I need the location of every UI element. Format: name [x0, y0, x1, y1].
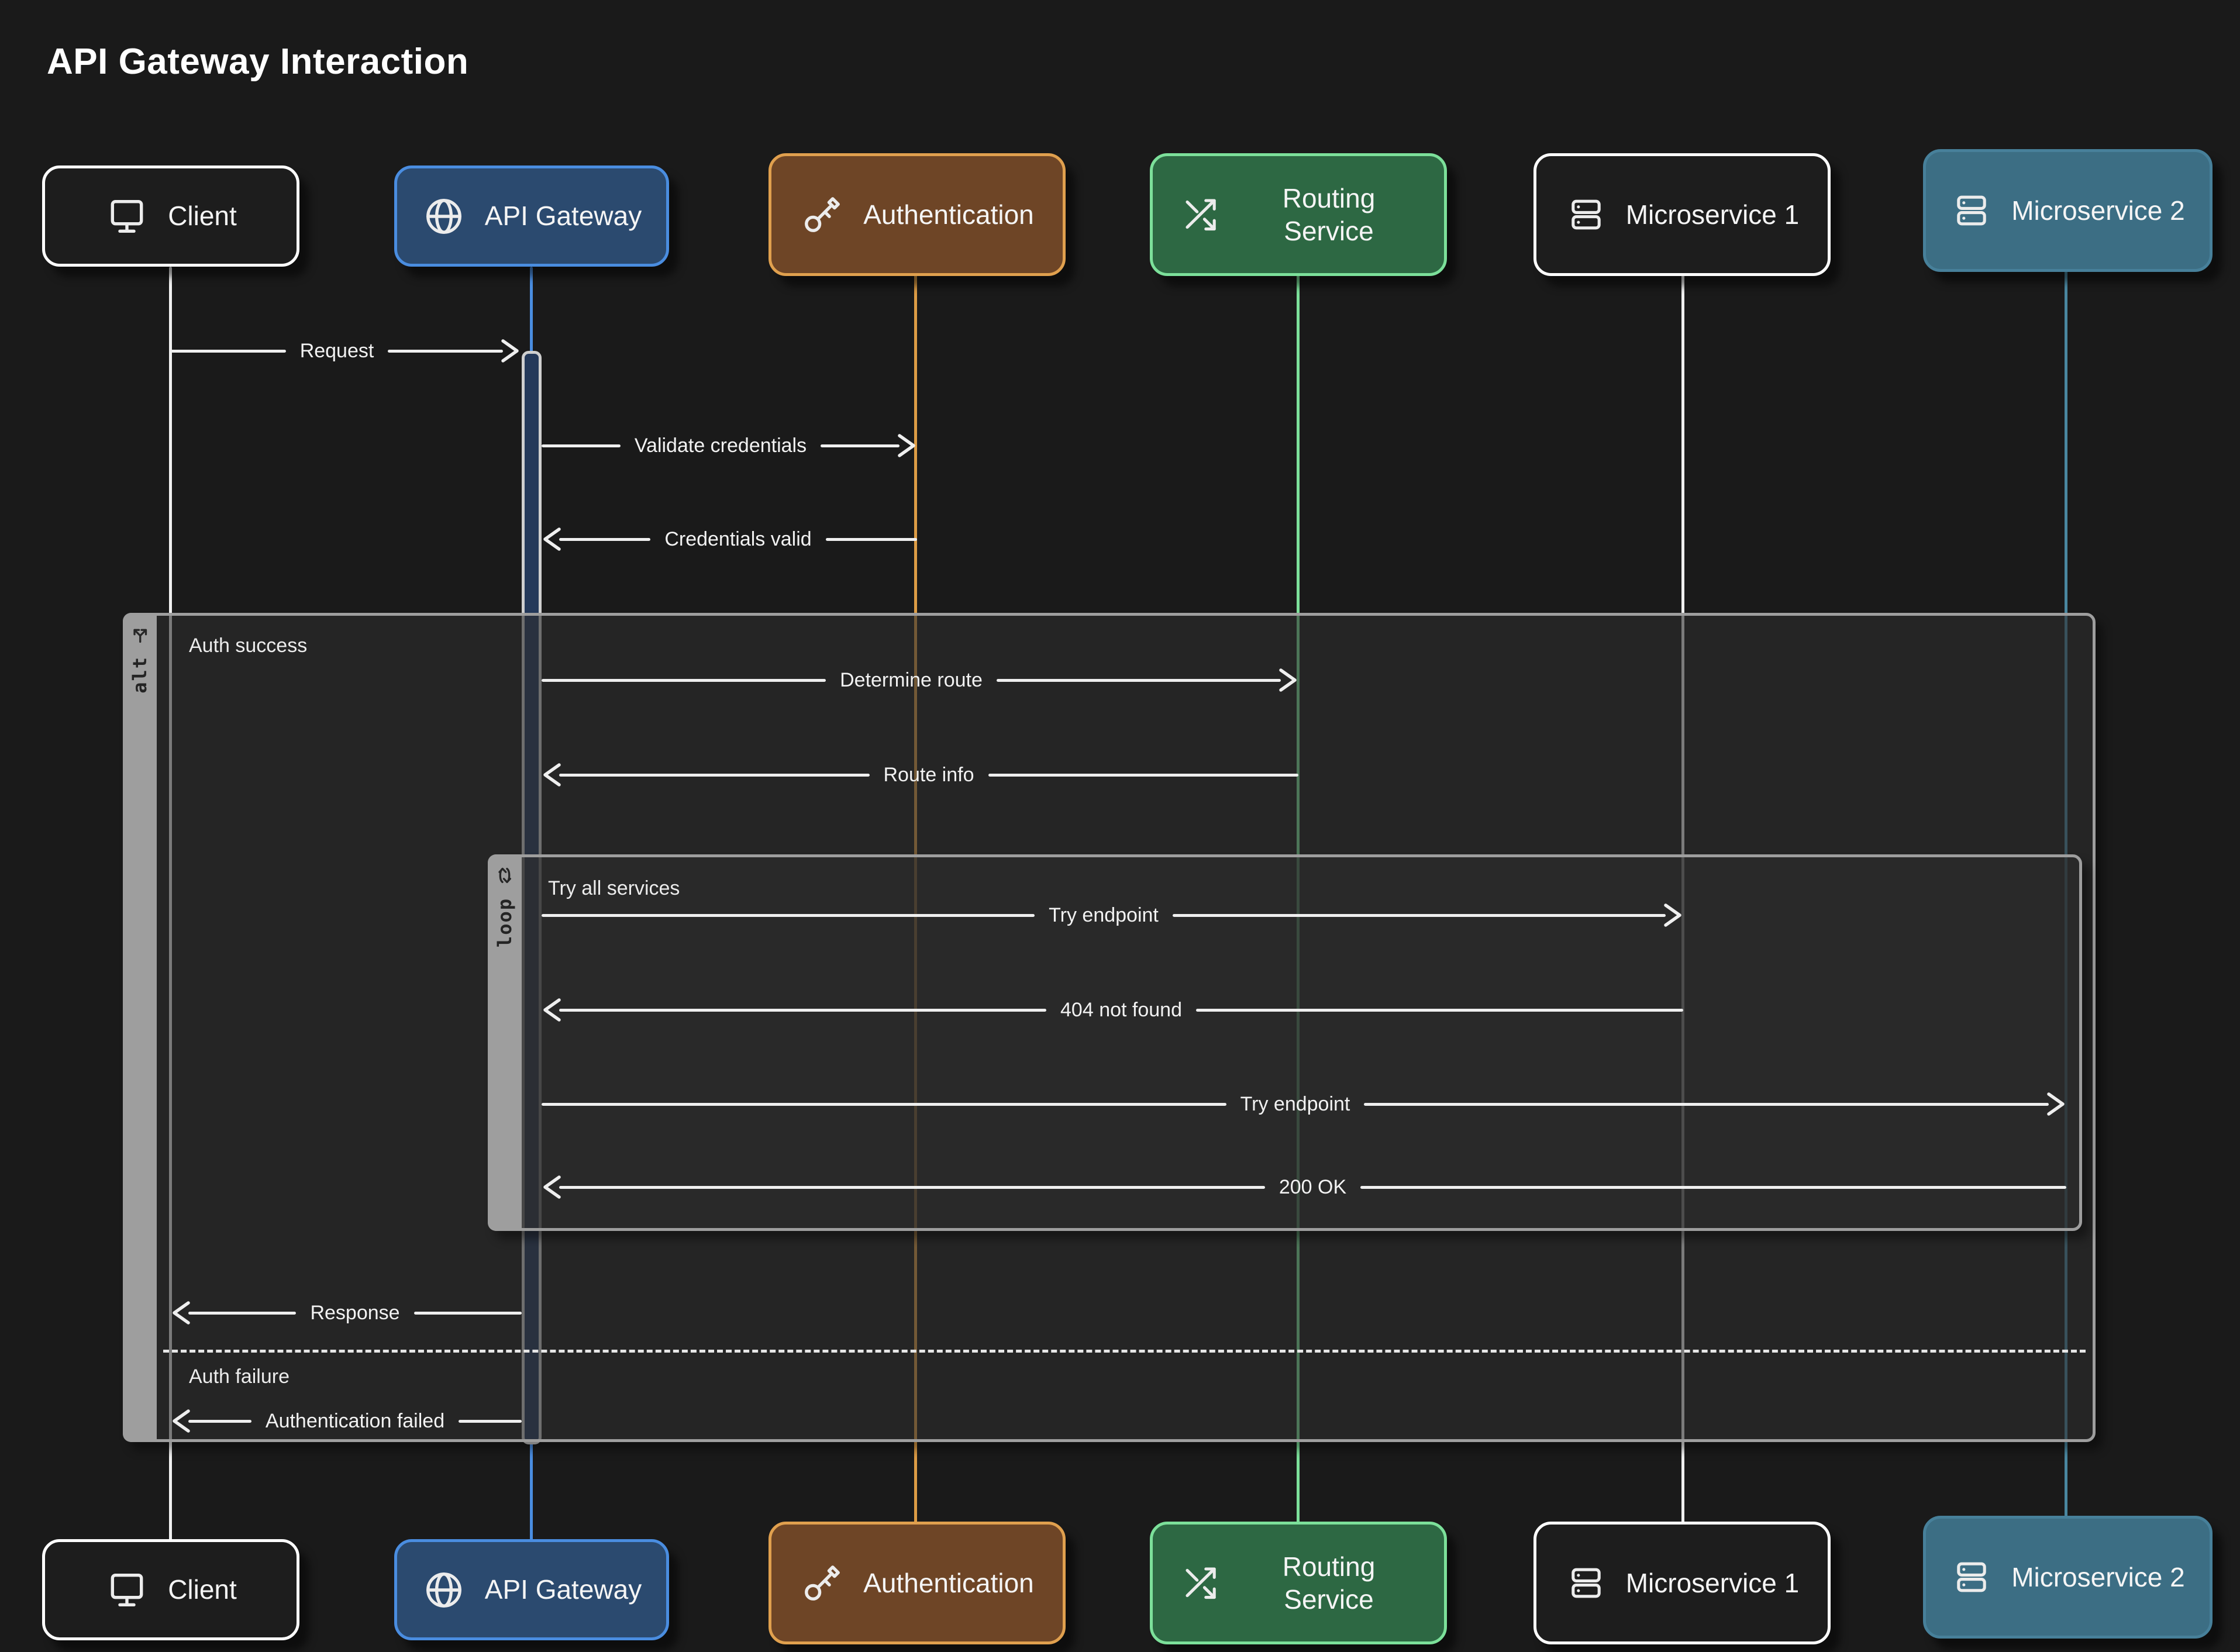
arrowhead-icon [543, 763, 561, 787]
actor-label: Routing Service [1282, 182, 1376, 246]
alt-section-divider [163, 1350, 2086, 1353]
globe-icon [426, 198, 461, 234]
alt-frame-tab: alt [123, 613, 157, 1442]
loop-frame: loop Try all services [488, 854, 2082, 1231]
message-try-endpoint-1: Try endpoint [542, 902, 1683, 929]
server-icon [1957, 195, 1986, 226]
monitor-icon [111, 199, 143, 233]
actor-api-gateway-top: API Gateway [394, 165, 669, 267]
actor-microservice-2-top: Microservice 2 [1923, 149, 2213, 272]
shuffle-icon [1186, 1567, 1216, 1599]
actor-label: Routing Service [1282, 1551, 1376, 1615]
actor-label: Client [168, 201, 237, 232]
arrowhead-icon [2047, 1092, 2065, 1116]
message-determine-route: Determine route [542, 667, 1298, 694]
message-validate-credentials: Validate credentials [542, 432, 917, 459]
arrowhead-icon [543, 998, 561, 1022]
actor-label: Microservice 2 [2011, 1561, 2185, 1592]
key-icon [805, 1565, 840, 1601]
message-response: Response [171, 1299, 522, 1326]
arrowhead-icon [543, 527, 561, 551]
alt-keyword: alt [129, 656, 151, 694]
shuffle-icon [1186, 199, 1216, 231]
loop-label: Try all services [548, 877, 680, 899]
key-icon [805, 197, 840, 232]
message-route-info: Route info [542, 761, 1298, 788]
message-authentication-failed: Authentication failed [171, 1408, 522, 1434]
arrowhead-icon [898, 434, 915, 457]
message-try-endpoint-2: Try endpoint [542, 1091, 2066, 1118]
actor-authentication-bottom: Authentication [769, 1522, 1066, 1644]
actor-label: Authentication [863, 199, 1034, 230]
actor-label: Microservice 2 [2011, 195, 2185, 226]
actor-routing-service-bottom: Routing Service [1150, 1522, 1447, 1644]
page-title: API Gateway Interaction [47, 42, 469, 82]
actor-microservice-1-top: Microservice 1 [1533, 153, 1831, 276]
actor-client-bottom: Client [42, 1539, 299, 1640]
arrowhead-icon [173, 1301, 190, 1325]
monitor-icon [111, 1573, 143, 1606]
message-404-not-found: 404 not found [542, 996, 1683, 1023]
actor-authentication-top: Authentication [769, 153, 1066, 276]
arrowhead-icon [173, 1409, 190, 1433]
actor-microservice-1-bottom: Microservice 1 [1533, 1522, 1831, 1644]
arrowhead-icon [543, 1175, 561, 1199]
alt-section-label-failure: Auth failure [189, 1365, 290, 1388]
branch-icon [133, 629, 147, 643]
message-200-ok: 200 OK [542, 1174, 2066, 1201]
alt-section-label-success: Auth success [189, 634, 308, 657]
arrowhead-icon [1664, 903, 1681, 927]
actor-label: API Gateway [484, 1574, 642, 1605]
loop-keyword: loop [494, 898, 516, 948]
actor-label: Microservice 1 [1625, 1567, 1800, 1598]
arrowhead-icon [1279, 668, 1297, 692]
server-icon [1957, 1562, 1986, 1592]
actor-routing-service-top: Routing Service [1150, 153, 1447, 276]
loop-icon [498, 867, 511, 884]
actor-label: Client [168, 1574, 237, 1605]
message-credentials-valid: Credentials valid [542, 526, 918, 553]
actor-label: Microservice 1 [1625, 199, 1800, 230]
actor-label: Authentication [863, 1567, 1034, 1598]
server-icon [1571, 1568, 1601, 1598]
loop-frame-tab: loop [488, 854, 522, 1231]
actor-client-top: Client [42, 165, 299, 267]
actor-api-gateway-bottom: API Gateway [394, 1539, 669, 1640]
message-request: Request [171, 337, 521, 364]
actor-label: API Gateway [484, 201, 642, 232]
server-icon [1571, 199, 1601, 230]
actor-microservice-2-bottom: Microservice 2 [1923, 1516, 2213, 1639]
globe-icon [426, 1572, 461, 1608]
arrowhead-icon [501, 339, 519, 363]
